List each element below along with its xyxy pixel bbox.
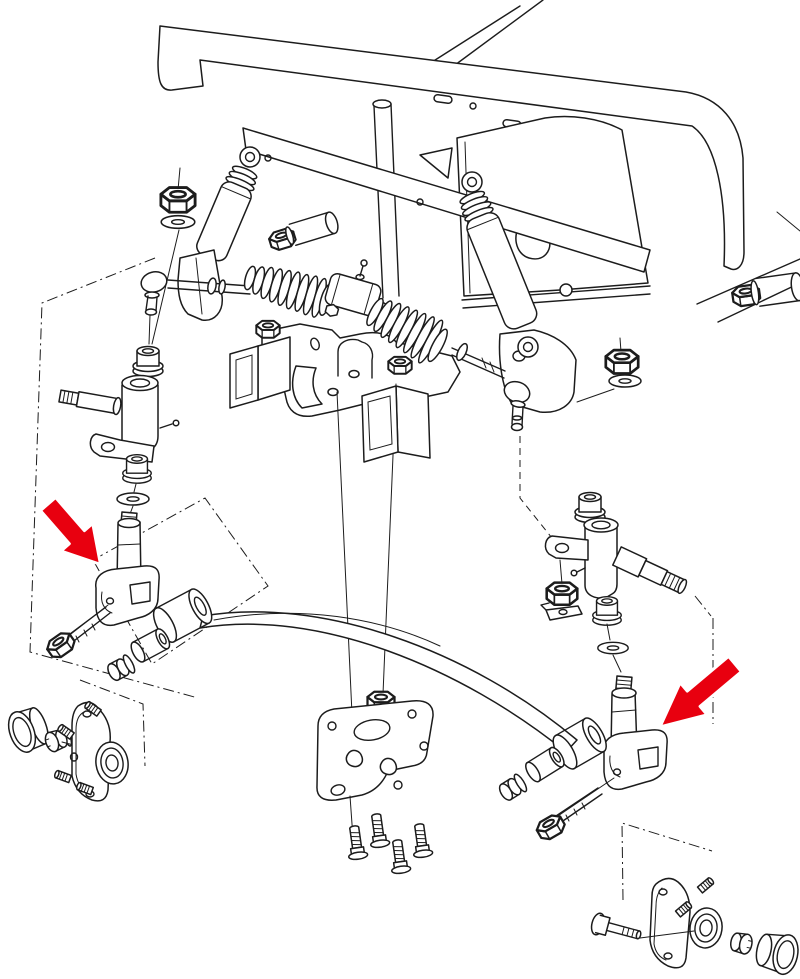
grease-fitting-right [570, 567, 586, 577]
kingpin-bushing-left-upper [132, 345, 164, 378]
tie-rod-end-left [140, 271, 168, 293]
square-tube-spacer-left [229, 336, 291, 409]
shock-fork-bracket-left [177, 249, 223, 321]
spindle-bracket-left [95, 565, 160, 627]
square-tube-spacer-right [361, 385, 431, 463]
grease-fitting-left [159, 419, 180, 429]
rack-bellows-right [366, 297, 448, 364]
control-arm-cutout [419, 147, 453, 179]
wheel-stud [696, 876, 716, 894]
shock-absorber-left [177, 146, 261, 321]
dust-cap-right [755, 933, 799, 976]
hub-bearing-right [689, 907, 723, 949]
shock-absorber-right [459, 171, 539, 358]
castle-nut-right [730, 932, 753, 955]
spindle-clamp-bolt-left [43, 604, 111, 663]
rack-bellows-left [243, 265, 334, 318]
dust-cap-left [7, 707, 49, 753]
highlight-arrow-right [658, 654, 743, 729]
wheel-stud [53, 769, 73, 784]
flange-bolt [386, 837, 412, 876]
knuckle-axle-left [58, 389, 122, 416]
upper-control-arm-plate [242, 127, 651, 273]
flange-bolts [343, 811, 434, 876]
bushing-washer-right [498, 773, 528, 801]
hub-bolt-right [590, 912, 642, 940]
lock-tab-washer [540, 602, 583, 621]
kingpin-bushing-left-lower [122, 453, 152, 484]
wheel-hub-left [7, 700, 129, 802]
highlight-arrow-left [38, 495, 102, 566]
plate-dimple [345, 749, 364, 768]
hub-flange-right [649, 877, 691, 969]
control-arm-pivot-bushing-right [730, 272, 800, 309]
tie-rod-left [140, 271, 251, 345]
control-arm-pivot-bushing-left [266, 211, 339, 253]
steering-rack [140, 259, 531, 432]
leaf-spring-center-mount-plate [316, 690, 434, 839]
spindle-clamp-bolt-right [533, 777, 615, 844]
highlight-arrows [38, 495, 743, 729]
exploded-view-boundaries [29, 257, 714, 901]
flange-bolt [343, 823, 369, 862]
steering-arm-right [544, 535, 589, 561]
thrust-washer-right [597, 641, 629, 655]
frame-side-rails [431, 0, 800, 323]
bushing-sleeve-left [130, 628, 171, 663]
grease-fitting-rack [355, 259, 368, 281]
hub-bearing-left [95, 741, 129, 785]
flange-bolt [365, 811, 391, 850]
kingpin-bushing-right-lower [592, 595, 622, 626]
leaf-spring-eye-bushing-left [152, 588, 213, 643]
thrust-washer-left [116, 492, 150, 506]
steering-column-shaft [372, 99, 400, 299]
shock-mount-nut-washer-left [151, 167, 197, 345]
castle-nut-right-knuckle [545, 581, 579, 607]
flange-bolt [408, 821, 434, 860]
steering-knuckle-right [540, 491, 688, 673]
shock-mount-nut-washer-right [576, 337, 642, 403]
leaf-spring-eye-bushing-right [552, 717, 607, 770]
steering-knuckle-left [58, 345, 180, 515]
bushing-washer-left [107, 654, 136, 682]
wheel-hub-right [590, 876, 799, 976]
tie-rod-right [451, 342, 531, 432]
plate-dimple [379, 757, 398, 776]
spindle-right [498, 675, 668, 844]
bushing-sleeve-right [525, 746, 565, 783]
knuckle-axle-right [612, 546, 688, 595]
spindle-left [43, 511, 213, 682]
frame-slot [433, 93, 453, 105]
